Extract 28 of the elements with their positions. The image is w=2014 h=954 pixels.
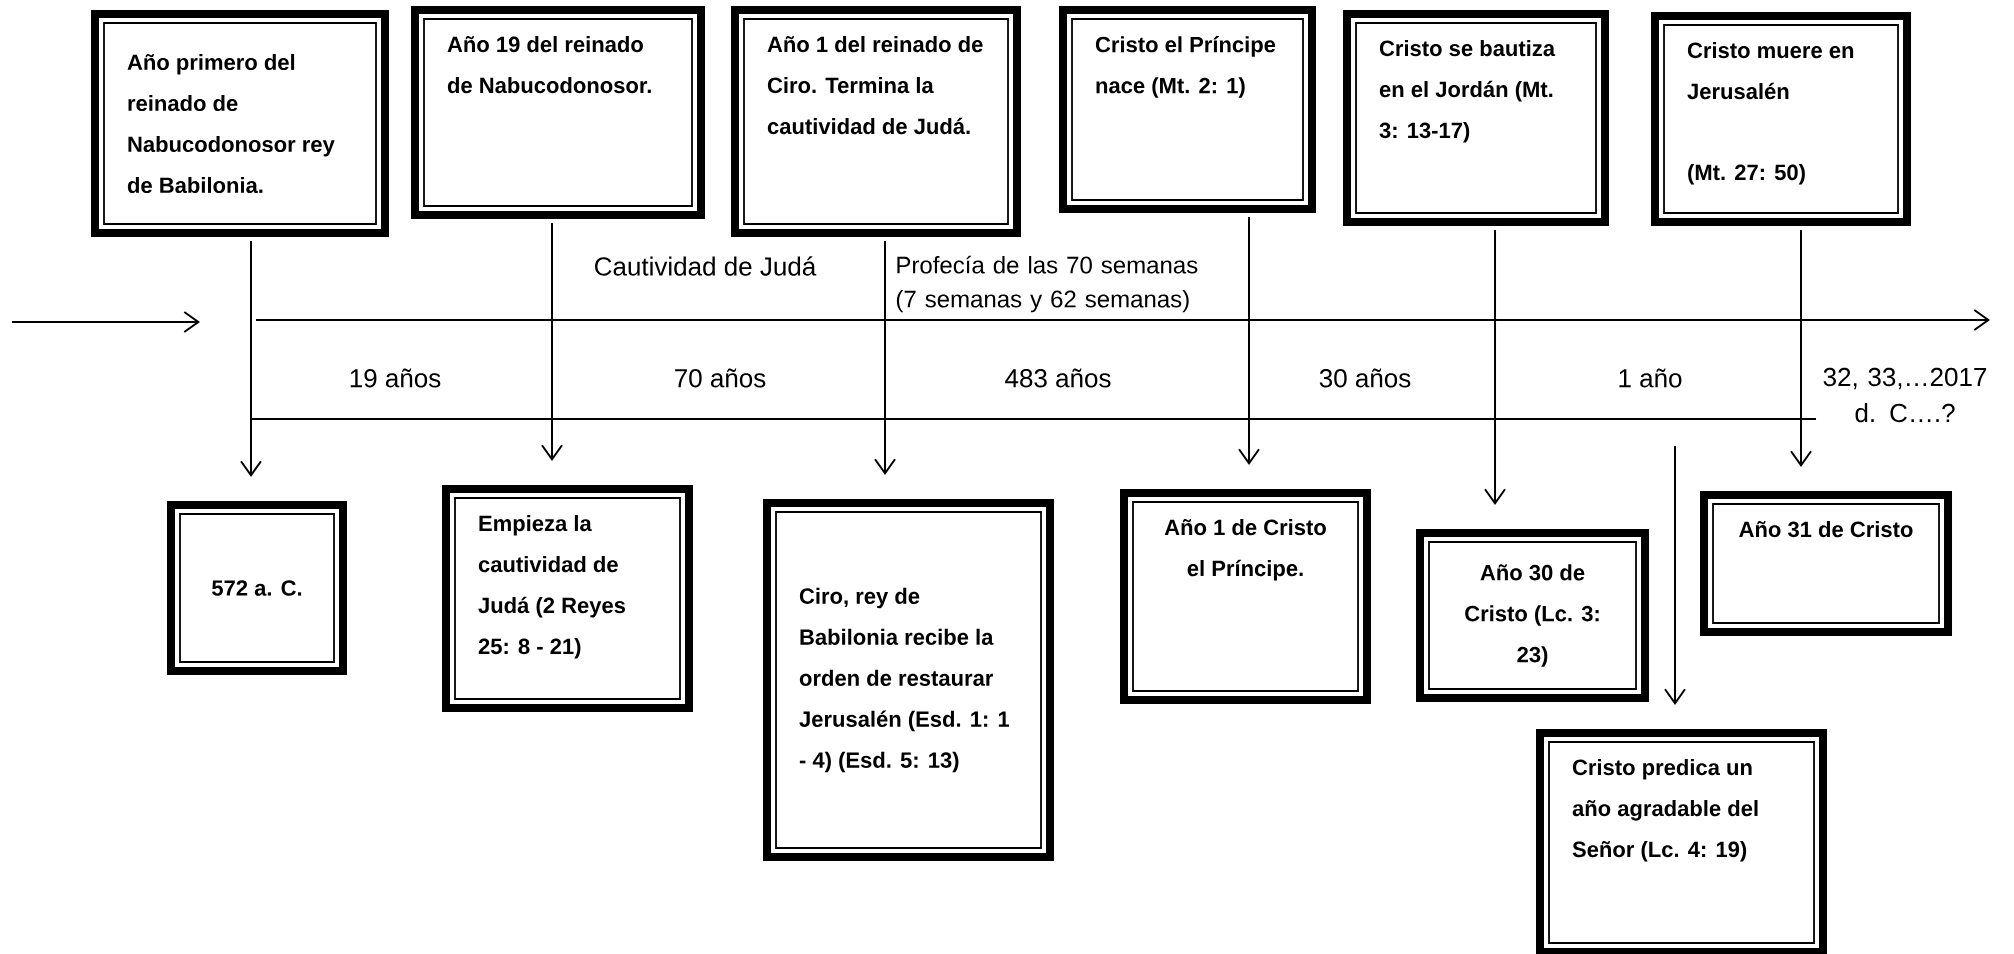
event-box: 572 a. C. bbox=[167, 501, 347, 675]
period-label: Profecía de las 70 semanas (7 semanas y 62 semanas) bbox=[896, 255, 1198, 313]
duration-label: 1 año bbox=[1619, 368, 1682, 388]
event-box: Año 1 del reinado de Ciro. Termina la cautividad de Judá. bbox=[731, 6, 1021, 237]
event-box: Ciro, rey de Babilonia recibe la orden de restaurar Jerusalén (Esd. 1: 1 - 4) (Esd. 5: 13) bbox=[763, 499, 1054, 861]
event-box: Año 19 del reinado de Nabucodonosor. bbox=[411, 6, 705, 219]
event-box: Cristo muere en Jerusalén (Mt. 27: 50) bbox=[1651, 12, 1911, 226]
duration-label: 483 años bbox=[1005, 368, 1111, 388]
event-box: Cristo el Príncipe nace (Mt. 2: 1) bbox=[1059, 6, 1316, 213]
period-label: Cautividad de Judá bbox=[595, 256, 817, 276]
event-box: Cristo se bautiza en el Jordán (Mt. 3: 13-17) bbox=[1343, 10, 1609, 226]
duration-label: 30 años bbox=[1319, 368, 1411, 388]
event-box: Empieza la cautividad de Judá (2 Reyes 25: 8 - 21) bbox=[442, 485, 693, 712]
arrow bbox=[240, 240, 262, 477]
arrow bbox=[874, 240, 896, 475]
duration-label: 19 años bbox=[350, 368, 441, 388]
arrow bbox=[1484, 229, 1506, 505]
arrow bbox=[1238, 216, 1260, 465]
event-box: Año primero del reinado de Nabucodonosor rey de Babilonia. bbox=[91, 10, 389, 237]
event-box: Año 31 de Cristo bbox=[1700, 491, 1952, 636]
arrow bbox=[541, 222, 563, 461]
duration-label: 32, 33,…2017 d. C….? bbox=[1823, 367, 1987, 423]
event-box: Año 1 de Cristo el Príncipe. bbox=[1120, 489, 1371, 704]
arrow bbox=[1664, 445, 1686, 705]
arrow bbox=[1790, 229, 1812, 467]
event-box: Año 30 de Cristo (Lc. 3: 23) bbox=[1416, 529, 1649, 702]
duration-label: 70 años bbox=[675, 368, 766, 388]
event-box: Cristo predica un año agradable del Señor (Lc. 4: 19) bbox=[1536, 729, 1827, 954]
